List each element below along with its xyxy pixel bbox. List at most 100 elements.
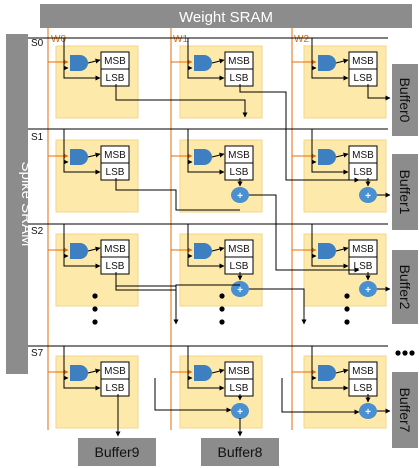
and-gate-icon [70, 243, 88, 259]
adder-icon [359, 281, 377, 297]
weight-column-label-w2: W2 [294, 34, 309, 45]
msb-label: MSB [228, 244, 250, 255]
lsb-feed-wire [63, 378, 101, 391]
msb-label: MSB [352, 366, 374, 377]
lsb-feed-wire [63, 256, 101, 269]
lsb-register [348, 162, 378, 181]
adder-symbol: + [237, 191, 243, 202]
buffer-9-label: Buffer9 [95, 444, 140, 460]
lsb-label: LSB [230, 261, 249, 272]
buffer-2: Buffer2 [392, 250, 418, 324]
weight-column-label-w0: W0 [51, 34, 66, 45]
buffer-0: Buffer0 [392, 64, 418, 136]
lsb-register [348, 378, 378, 397]
adder-symbol: + [237, 285, 243, 296]
spike-row-label-s2: S2 [31, 226, 44, 237]
msb-label: MSB [228, 150, 250, 161]
gate-to-register-wire [211, 58, 225, 64]
adder-symbol: + [365, 407, 371, 418]
gate-to-register-wire [87, 246, 101, 252]
lsb-feed-wire [311, 162, 349, 175]
spike-row-label-s0: S0 [31, 38, 44, 49]
lsb-feed-wire [63, 162, 101, 175]
msb-label: MSB [104, 244, 126, 255]
lsb-feed-wire [311, 378, 349, 391]
lsb-feed-wire [187, 256, 225, 269]
lsb-register [100, 378, 130, 397]
buffer-2-label: Buffer2 [397, 265, 413, 310]
buffer-8-label: Buffer8 [218, 444, 263, 460]
lsb-label: LSB [106, 261, 125, 272]
and-gate-icon [318, 55, 336, 71]
and-gate-icon [194, 365, 212, 381]
lsb-feed-wire [63, 68, 101, 81]
weight-column-label-w1: W1 [173, 34, 188, 45]
msb-label: MSB [352, 56, 374, 67]
msb-label: MSB [104, 366, 126, 377]
msb-label: MSB [228, 56, 250, 67]
adder-icon [231, 187, 249, 203]
msb-label: MSB [352, 150, 374, 161]
gate-to-register-wire [211, 368, 225, 374]
and-gate-icon [194, 55, 212, 71]
and-gate-icon [318, 365, 336, 381]
adder-icon [359, 403, 377, 419]
msb-label: MSB [228, 366, 250, 377]
msb-label: MSB [104, 150, 126, 161]
adder-symbol: + [365, 285, 371, 296]
msb-label: MSB [104, 56, 126, 67]
and-gate-icon [318, 149, 336, 165]
spike-row-label-s1: S1 [31, 132, 44, 143]
lsb-label: LSB [106, 383, 125, 394]
buffer-1-label: Buffer1 [397, 170, 413, 215]
lsb-label: LSB [106, 73, 125, 84]
lsb-register [224, 162, 254, 181]
ellipsis-dots [92, 293, 415, 356]
lsb-feed-wire [311, 256, 349, 269]
and-gate-icon [70, 149, 88, 165]
adder-icon [231, 403, 249, 419]
gate-to-register-wire [87, 58, 101, 64]
lsb-register [100, 68, 130, 87]
output-wiring [115, 84, 391, 437]
lsb-label: LSB [106, 167, 125, 178]
lsb-feed-wire [187, 68, 225, 81]
buffer-8: Buffer8 [201, 438, 279, 466]
lsb-label: LSB [230, 73, 249, 84]
adder-symbol: + [365, 191, 371, 202]
buffer-7-label: Buffer7 [397, 388, 413, 433]
gate-to-register-wire [87, 368, 101, 374]
lsb-register [100, 162, 130, 181]
and-gate-icon [318, 243, 336, 259]
and-gate-icon [70, 55, 88, 71]
gate-to-register-wire [87, 152, 101, 158]
and-gate-icon [70, 365, 88, 381]
adder-icon [359, 187, 377, 203]
spike-row-label-s7: S7 [31, 348, 44, 359]
lsb-label: LSB [354, 73, 373, 84]
buffer-9: Buffer9 [78, 438, 156, 466]
buffer-7: Buffer7 [392, 372, 418, 448]
gate-to-register-wire [335, 368, 349, 374]
lsb-register [348, 68, 378, 87]
buffer-1: Buffer1 [392, 154, 418, 230]
spike-sram-label: Spike SRAM [18, 161, 35, 246]
gate-to-register-wire [335, 58, 349, 64]
lsb-register [224, 68, 254, 87]
lsb-register [100, 256, 130, 275]
msb-label: MSB [352, 244, 374, 255]
gate-to-register-wire [335, 152, 349, 158]
lsb-feed-wire [187, 162, 225, 175]
buffer-0-label: Buffer0 [397, 78, 413, 123]
weight-sram-label: Weight SRAM [179, 9, 273, 26]
and-gate-icon [194, 149, 212, 165]
lsb-label: LSB [354, 383, 373, 394]
pe-cell-grid: MSB LSB MSB LSB MSB LSB MSB LSB MSB LSB MSB LSB MSB L… [28, 28, 388, 430]
lsb-label: LSB [354, 167, 373, 178]
gate-to-register-wire [211, 246, 225, 252]
gate-to-register-wire [335, 246, 349, 252]
adder-symbol: + [237, 407, 243, 418]
weight-sram-block: Weight SRAM [40, 4, 412, 28]
lsb-label: LSB [354, 261, 373, 272]
